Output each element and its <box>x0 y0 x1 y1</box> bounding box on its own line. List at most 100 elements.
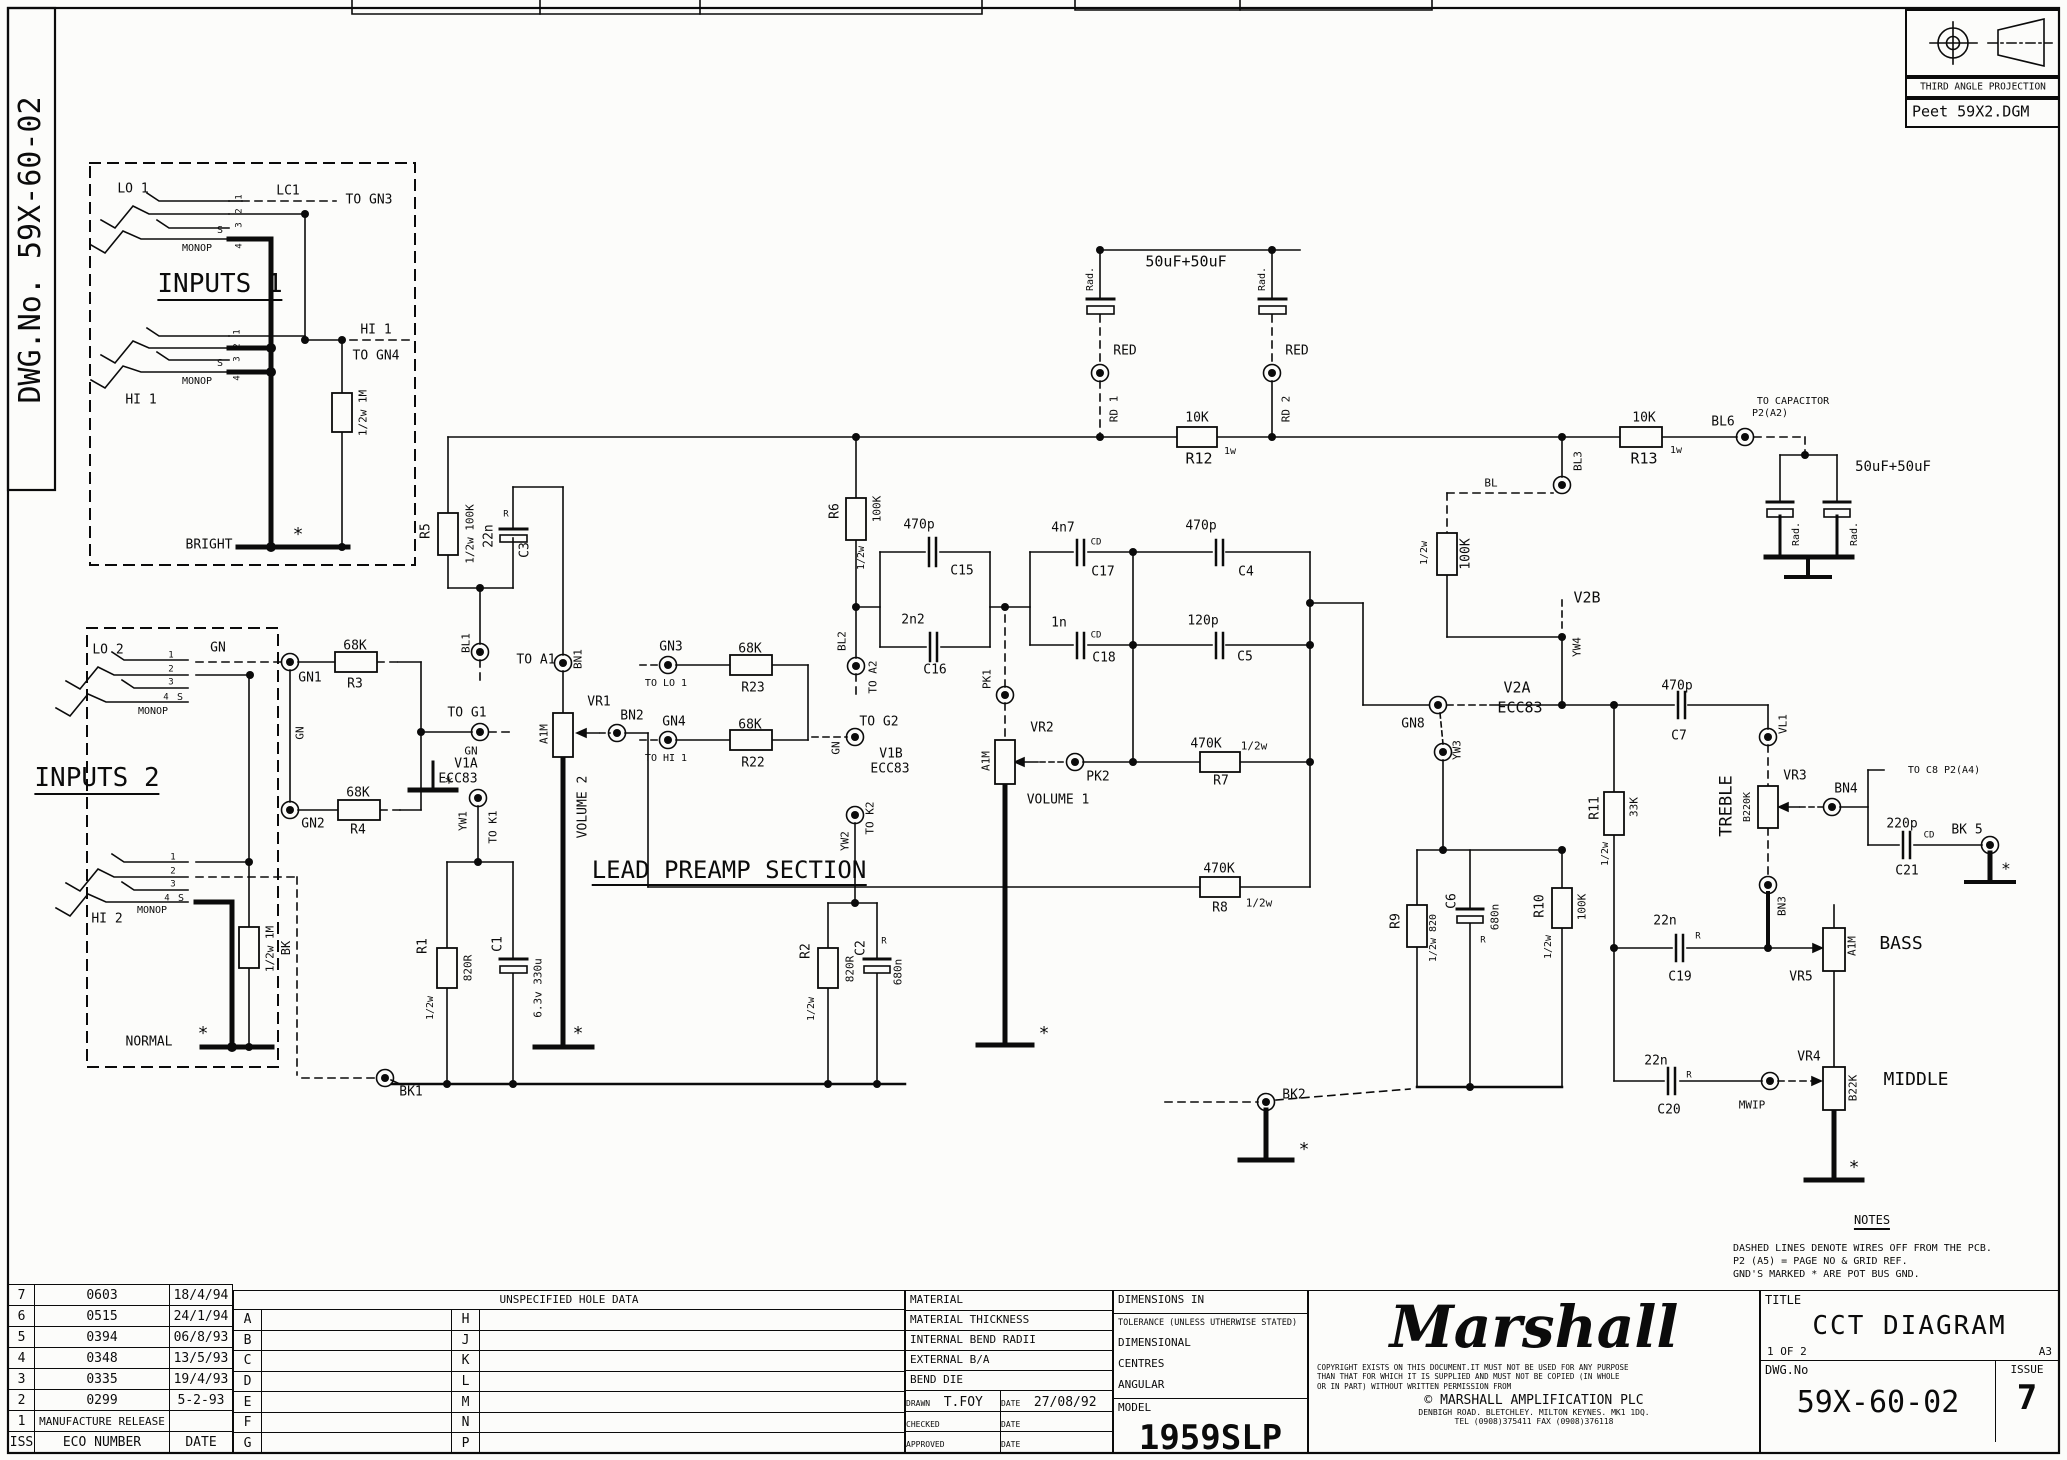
revision-eco: ECO NUMBER <box>35 1432 170 1452</box>
notes-line: DASHED LINES DENOTE WIRES OFF FROM THE P… <box>1733 1243 1992 1254</box>
terminal-pad <box>1256 1092 1276 1112</box>
sheet-number: 1 OF 2 <box>1767 1345 1807 1358</box>
schematic-label: R <box>1480 935 1486 946</box>
schematic-label: TO GN3 <box>345 192 393 208</box>
schematic-label: ECC83 <box>438 771 478 787</box>
schematic-label: V1B <box>879 746 903 762</box>
brand-panel: Marshall COPYRIGHT EXISTS ON THIS DOCUME… <box>1308 1290 1760 1453</box>
schematic-label: TO K1 <box>486 810 500 844</box>
schematic-label: Rad. <box>1085 266 1096 292</box>
schematic-label: 33K <box>1627 797 1641 817</box>
schematic-label: GN2 <box>301 816 325 832</box>
schematic-label: 2 <box>234 208 245 214</box>
schematic-label: GN8 <box>1401 716 1425 732</box>
schematic-label: RED <box>1285 343 1309 359</box>
schematic-label: RD 2 <box>1279 395 1293 423</box>
schematic-label: 1/2w <box>1600 841 1611 867</box>
schematic-label: BN2 <box>620 708 644 724</box>
terminal-pad <box>280 652 300 672</box>
schematic-label: TO LO 1 <box>644 678 688 689</box>
schematic-label: 2 <box>170 866 176 877</box>
schematic-label: MWIP <box>1738 1098 1766 1112</box>
hole-data-cell <box>480 1392 904 1412</box>
schematic-label: NORMAL <box>125 1034 173 1050</box>
schematic-label: R22 <box>741 755 765 771</box>
schematic-label: YW2 <box>838 831 852 851</box>
revision-iss: 4 <box>9 1348 35 1368</box>
schematic-label: S <box>177 893 185 904</box>
schematic-label: R13 <box>1630 449 1658 468</box>
schematic-label: 2n2 <box>901 612 925 628</box>
schematic-label: C20 <box>1657 1102 1681 1118</box>
schematic-label: BASS <box>1879 933 1923 954</box>
schematic-label: VR3 <box>1783 768 1807 784</box>
schematic-label: 470K <box>1203 861 1235 877</box>
terminal-center <box>1096 369 1104 377</box>
material-thickness-label: MATERIAL THICKNESS <box>910 1313 1030 1326</box>
company-tel: TEL (0908)375411 FAX (0908)376118 <box>1454 1417 1614 1427</box>
inputs1-heading: INPUTS 1 <box>157 269 283 301</box>
schematic-label: 120p <box>1187 613 1219 629</box>
hole-data-cell <box>480 1433 904 1453</box>
notes-line: GND'S MARKED * ARE POT BUS GND. <box>1733 1269 1920 1280</box>
schematic-label: B220K <box>1742 791 1753 823</box>
hole-data-cell: F <box>234 1412 262 1433</box>
schematic-label: 1/2w <box>1543 934 1554 960</box>
centres-label: CENTRES <box>1118 1357 1165 1370</box>
schematic-label: CD <box>1923 830 1935 841</box>
schematic-label: 10K <box>1185 410 1209 426</box>
schematic-label: Rad. <box>1257 266 1268 292</box>
revision-iss: 6 <box>9 1306 35 1326</box>
schematic-label: P2(A2) <box>1751 408 1789 419</box>
schematic-label: MIDDLE <box>1883 1069 1949 1090</box>
terminal-center <box>1001 691 1009 699</box>
terminal-center <box>664 736 672 744</box>
schematic-label: C15 <box>950 563 974 579</box>
schematic-label: * <box>1038 1023 1050 1044</box>
terminal-pad <box>1065 752 1085 772</box>
schematic-label: GN4 <box>662 714 686 730</box>
projection-label: THIRD ANGLE PROJECTION <box>1920 81 2046 93</box>
schematic-label: TO HI 1 <box>644 753 688 764</box>
schematic-label: S <box>216 358 224 369</box>
schematic-label: HI 1 <box>125 392 157 408</box>
schematic-label: 68K <box>738 717 762 733</box>
schematic-label: ECC83 <box>1497 698 1543 717</box>
schematic-label: Rad. <box>1791 521 1802 547</box>
schematic-label: TO A1 <box>516 652 556 668</box>
schematic-label: 820R <box>461 954 475 982</box>
revision-eco: 0335 <box>35 1369 170 1389</box>
file-reference: Peet 59X2.DGM <box>1912 102 2030 121</box>
terminal-center <box>1071 758 1079 766</box>
schematic-label: C16 <box>923 662 947 678</box>
schematic-label: A1M <box>1845 936 1859 956</box>
copyright-line1: COPYRIGHT EXISTS ON THIS DOCUMENT.IT MUS… <box>1317 1363 1629 1372</box>
issue-number: 7 <box>2016 1378 2038 1418</box>
terminal-pad <box>1552 475 1572 495</box>
schematic-label: RD 1 <box>1107 395 1121 423</box>
hole-data-cell: N <box>452 1412 480 1433</box>
schematic-label: 470p <box>1185 518 1217 534</box>
schematic-label: GN <box>293 726 307 740</box>
terminal-center <box>613 729 621 737</box>
schematic-label: VOLUME 2 <box>575 775 591 839</box>
hole-data-cell: D <box>234 1371 262 1392</box>
schematic-label: GN <box>829 741 843 755</box>
revision-eco: 0603 <box>35 1285 170 1305</box>
copyright-line3: OR IN PART) WITHOUT WRITTEN PERMISSION F… <box>1317 1381 1512 1391</box>
schematic-label: R12 <box>1185 449 1213 468</box>
schematic-label: LO 1 <box>117 181 149 197</box>
hole-data-cell: P <box>452 1433 480 1454</box>
schematic-label: 470p <box>903 517 935 533</box>
schematic-label: 470K <box>1190 736 1222 752</box>
schematic-label: 1/2w <box>1245 896 1273 910</box>
terminal-pad <box>1822 797 1842 817</box>
